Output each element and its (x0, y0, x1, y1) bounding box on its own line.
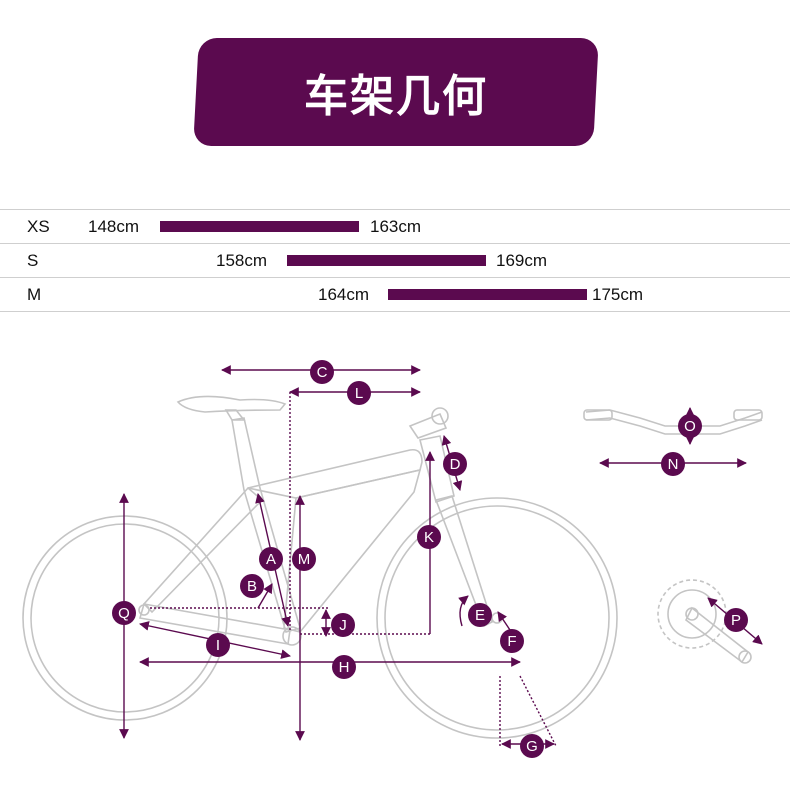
size-label: M (27, 285, 42, 304)
height-max: 169cm (496, 251, 548, 270)
frame-geometry-diagram: C L D K A M B Q J E F I H G O N P (22, 360, 763, 758)
size-label: S (27, 251, 39, 270)
marker-h: H (332, 655, 356, 679)
marker-k-label: K (424, 529, 434, 546)
marker-p-label: P (731, 612, 741, 629)
size-label: XS (27, 217, 50, 236)
dim-e (458, 595, 469, 627)
marker-i-label: I (216, 637, 220, 654)
crank-spindle (685, 607, 699, 621)
saddle (176, 395, 287, 413)
size-row-m: M 164cm 175cm (0, 277, 790, 312)
height-range-bar (287, 255, 486, 266)
marker-a-label: A (266, 551, 276, 568)
marker-q-label: Q (118, 605, 130, 622)
fork (434, 495, 493, 628)
height-max: 175cm (592, 285, 644, 304)
marker-d-label: D (450, 456, 461, 473)
height-max: 163cm (370, 217, 422, 236)
marker-c: C (310, 360, 334, 384)
marker-e: E (468, 603, 492, 627)
handlebar-grip-right (733, 409, 763, 421)
rear-axle (138, 604, 150, 616)
guide-g2 (519, 675, 557, 747)
marker-b-label: B (247, 578, 257, 595)
marker-j: J (331, 613, 355, 637)
size-row-s: S 158cm 169cm (0, 243, 790, 277)
height-min: 158cm (216, 251, 268, 270)
marker-l: L (347, 381, 371, 405)
bicycle-outline (22, 395, 763, 739)
marker-a: A (259, 547, 283, 571)
marker-q: Q (112, 601, 136, 625)
page-title: 车架几何 (304, 71, 488, 122)
front-wheel-inner (384, 505, 610, 731)
title-banner: 车架几何 (193, 38, 599, 146)
marker-g-label: G (526, 738, 538, 755)
marker-m: M (292, 547, 316, 571)
seat-post (224, 409, 246, 421)
height-min: 148cm (88, 217, 140, 236)
height-range-bar (388, 289, 587, 300)
marker-h-label: H (339, 659, 350, 676)
top-tube (247, 448, 423, 499)
dim-b (257, 583, 273, 609)
marker-f: F (500, 629, 524, 653)
marker-n-label: N (668, 456, 679, 473)
marker-b: B (240, 574, 264, 598)
marker-g: G (520, 734, 544, 758)
marker-o: O (678, 414, 702, 438)
marker-p: P (724, 608, 748, 632)
marker-j-label: J (339, 617, 347, 634)
marker-m-label: M (298, 551, 311, 568)
height-range-bar (160, 221, 359, 232)
handlebar-grip-left (583, 409, 613, 421)
marker-e-label: E (475, 607, 485, 624)
marker-l-label: L (355, 385, 363, 402)
height-min: 164cm (318, 285, 370, 304)
marker-i: I (206, 633, 230, 657)
front-wheel (376, 497, 618, 739)
marker-n: N (661, 452, 685, 476)
size-row-xs: XS 148cm 163cm (0, 209, 790, 243)
pedal-axle (738, 650, 752, 664)
marker-o-label: O (684, 418, 696, 435)
marker-c-label: C (317, 364, 328, 381)
dimension-lines (119, 365, 763, 749)
size-chart: XS 148cm 163cm S 158cm 169cm M 164cm 175… (0, 209, 790, 312)
chainring-inner (667, 589, 717, 639)
marker-f-label: F (507, 633, 516, 650)
stem (408, 412, 448, 439)
marker-d: D (443, 452, 467, 476)
marker-k: K (417, 525, 441, 549)
stem-cap (431, 407, 449, 425)
